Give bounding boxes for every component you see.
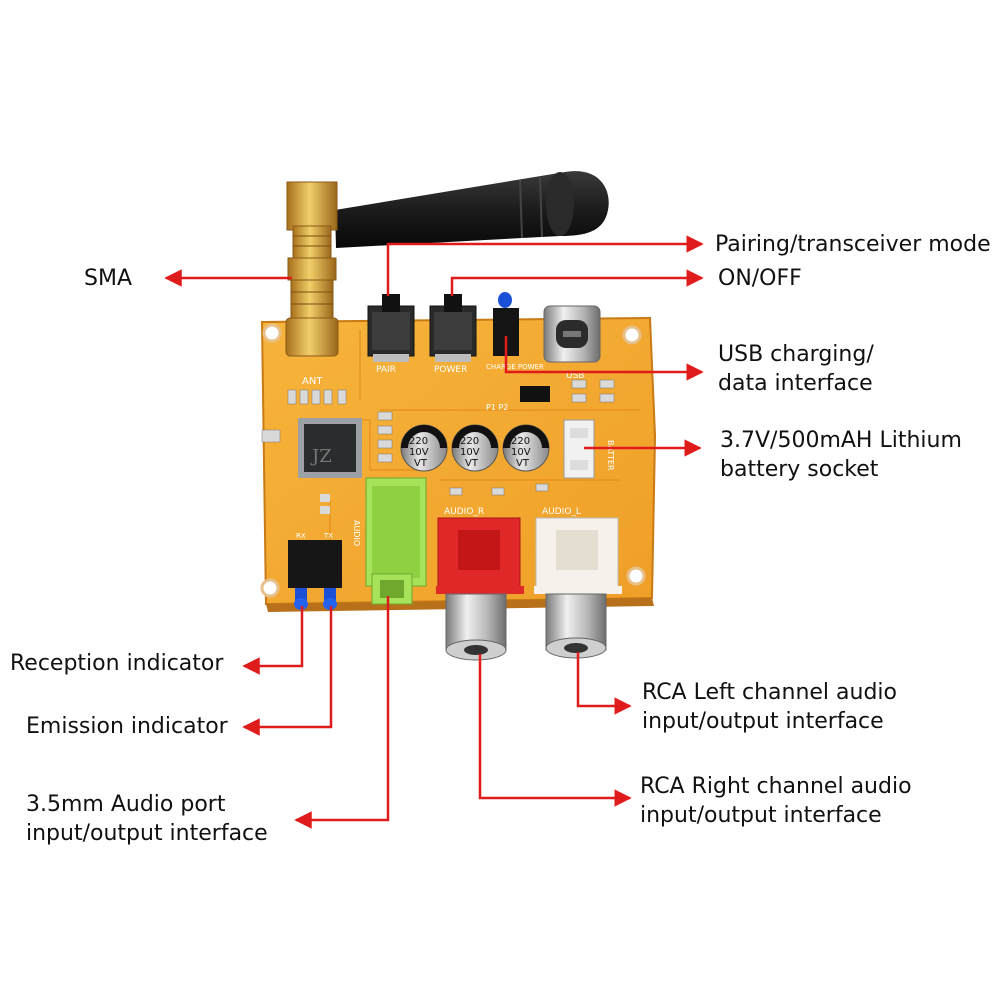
arrow-onoff: [450, 269, 704, 296]
cap1-line1: 220: [409, 436, 428, 447]
silk-rx: RX: [296, 532, 306, 540]
led-icon: [323, 588, 337, 610]
label-rca-right-line2: input/output interface: [640, 803, 882, 828]
svg-text:JZ: JZ: [310, 446, 332, 467]
power-button[interactable]: [429, 294, 477, 362]
label-onoff: ON/OFF: [718, 266, 802, 291]
usb-c-port-icon[interactable]: [543, 305, 601, 363]
label-rca-left: RCA Left channel audio input/output inte…: [642, 678, 897, 736]
cap1-line2: 10V: [409, 447, 429, 458]
cap2-line2: 10V: [460, 447, 480, 458]
rca-jack-icon[interactable]: [436, 517, 524, 661]
silk-ant: ANT: [302, 376, 323, 387]
label-pairing: Pairing/transceiver mode: [715, 232, 991, 257]
silk-p1p2: P1 P2: [486, 403, 508, 412]
silk-audio: AUDIO: [352, 520, 361, 546]
silk-audio-r: AUDIO_R: [444, 507, 484, 517]
battery-socket-icon[interactable]: [563, 419, 595, 479]
arrow-emission: [242, 606, 333, 736]
label-usb-line1: USB charging/: [718, 342, 874, 367]
silk-batter: BATTER: [606, 440, 615, 471]
small-ic: [520, 386, 550, 402]
arrow-rca-right: [478, 654, 632, 807]
cap3-line3: VT: [516, 458, 530, 469]
sma-connector-icon: [285, 181, 339, 357]
smd-components: [261, 379, 615, 496]
arrow-rca-left: [576, 652, 632, 715]
cap3-line1: 220: [511, 436, 530, 447]
label-rca-right-line1: RCA Right channel audio: [640, 774, 912, 799]
cap2-line1: 220: [460, 436, 479, 447]
label-audio35-line2: input/output interface: [26, 821, 268, 846]
label-battery-line2: battery socket: [720, 457, 879, 482]
callout-arrows: [164, 235, 704, 829]
arrow-usb: [504, 336, 704, 381]
ic-chip-icon: JZ: [298, 418, 362, 478]
label-sma: SMA: [84, 266, 132, 291]
led-icon: [294, 588, 308, 610]
capacitor-icon: [451, 424, 499, 472]
capacitor-icon: [400, 424, 448, 472]
audio-jack-icon[interactable]: [365, 477, 427, 605]
label-emission: Emission indicator: [26, 714, 228, 739]
arrow-reception: [242, 606, 304, 675]
rx-tx-header: [288, 540, 342, 588]
silk-usb: USB: [566, 371, 584, 381]
silk-tx: TX: [323, 532, 333, 540]
label-reception: Reception indicator: [10, 651, 224, 676]
antenna-icon: [335, 171, 609, 248]
label-audio35: 3.5mm Audio port input/output interface: [26, 790, 268, 848]
rca-jack-icon[interactable]: [534, 517, 622, 659]
pair-button[interactable]: [367, 294, 415, 362]
label-audio35-line1: 3.5mm Audio port: [26, 792, 226, 817]
cap1-line3: VT: [414, 458, 428, 469]
label-usb: USB charging/ data interface: [718, 340, 874, 398]
cap2-line3: VT: [465, 458, 479, 469]
silk-power: POWER: [434, 365, 467, 375]
silk-audio-l: AUDIO_L: [542, 507, 581, 517]
led-icon: [498, 292, 512, 308]
label-rca-left-line2: input/output interface: [642, 709, 884, 734]
arrow-audio35: [294, 596, 390, 829]
silk-pair: PAIR: [376, 365, 396, 375]
label-battery: 3.7V/500mAH Lithium battery socket: [720, 426, 962, 484]
label-rca-right: RCA Right channel audio input/output int…: [640, 772, 912, 830]
label-battery-line1: 3.7V/500mAH Lithium: [720, 428, 962, 453]
cap3-line2: 10V: [511, 447, 531, 458]
arrow-pairing: [386, 235, 704, 296]
label-rca-left-line1: RCA Left channel audio: [642, 680, 897, 705]
label-usb-line2: data interface: [718, 371, 873, 396]
silk-charge-power: CHARGE POWER: [486, 363, 544, 371]
capacitor-icon: [502, 424, 550, 472]
